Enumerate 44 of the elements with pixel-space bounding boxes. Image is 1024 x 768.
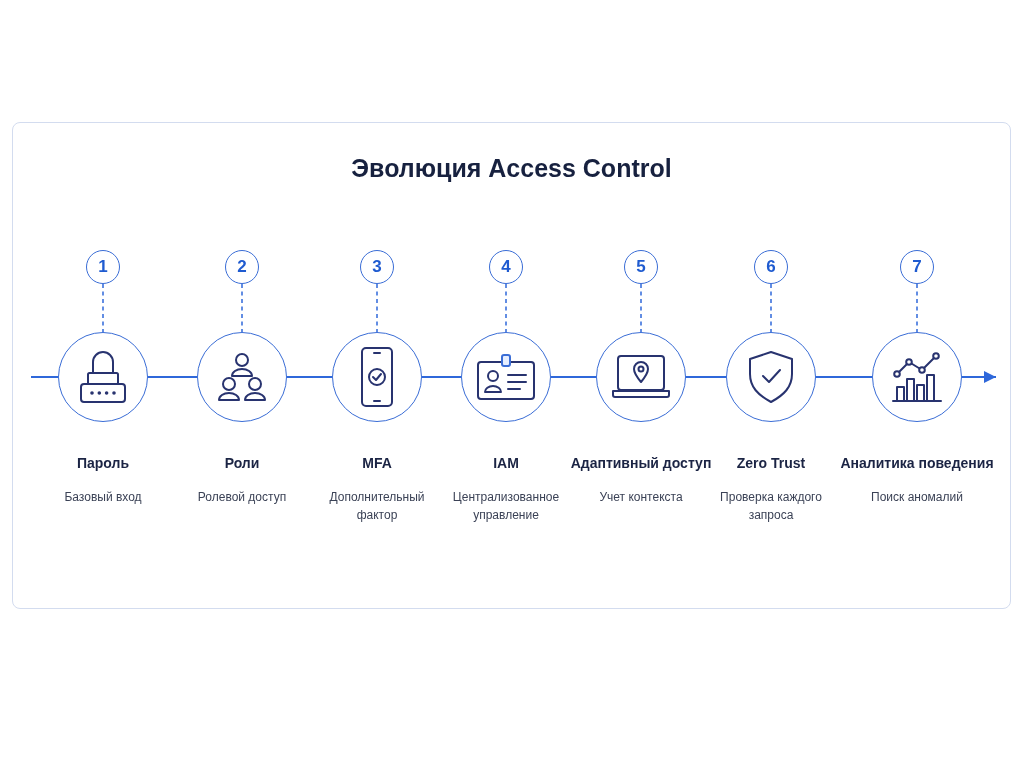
stage-description: Базовый вход [64, 489, 142, 506]
stage-description: Ролевой доступ [197, 489, 287, 506]
diagram-title: Эволюция Access Control [351, 153, 672, 183]
stage-title: Zero Trust [736, 455, 806, 472]
step-number: 3 [372, 257, 382, 277]
timeline-line [815, 376, 873, 378]
stage-description: Учет контекста [599, 489, 683, 506]
number-circle [489, 250, 523, 284]
timeline-line [421, 376, 462, 378]
stage-description: Централизованное управление [451, 489, 561, 524]
dashed-connector [770, 283, 772, 333]
dashed-connector [505, 283, 507, 333]
number-circle [86, 250, 120, 284]
stage-description: Поиск аномалий [871, 489, 963, 506]
timeline-line [147, 376, 198, 378]
step-number: 5 [636, 257, 646, 277]
stage-title: Пароль [76, 455, 130, 472]
stage-description: Дополнительный фактор [328, 489, 426, 524]
stage-title: Аналитика поведения [840, 455, 994, 472]
step-number: 4 [501, 257, 511, 277]
dashed-connector [376, 283, 378, 333]
number-circle [360, 250, 394, 284]
timeline-line [286, 376, 333, 378]
number-circle [900, 250, 934, 284]
timeline-line [30, 376, 59, 378]
stage-title: Роли [224, 455, 260, 472]
stage-title: MFA [362, 455, 392, 472]
stage-description: Проверка каждого запроса [719, 489, 823, 524]
step-number: 1 [98, 257, 108, 277]
dashed-connector [102, 283, 104, 333]
timeline-line [550, 376, 597, 378]
number-circle [624, 250, 658, 284]
step-number: 6 [766, 257, 776, 277]
stage-title: Адаптивный доступ [570, 455, 712, 472]
timeline-arrow [961, 371, 997, 383]
dashed-connector [241, 283, 243, 333]
stage-title: IAM [493, 455, 519, 472]
number-circle [754, 250, 788, 284]
step-number: 7 [912, 257, 922, 277]
dashed-connector [640, 283, 642, 333]
number-circle [225, 250, 259, 284]
step-number: 2 [237, 257, 247, 277]
dashed-connector [916, 283, 918, 333]
timeline-line [685, 376, 727, 378]
